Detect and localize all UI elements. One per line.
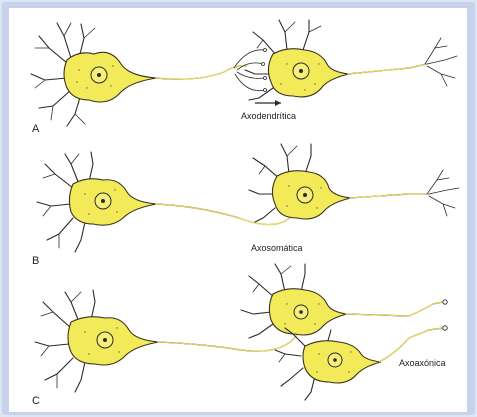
figure-canvas: A Axodendrítica	[9, 8, 467, 412]
panel-b-left-soma	[69, 179, 157, 225]
panel-c-left-soma	[68, 317, 159, 365]
panel-b-letter: B	[32, 255, 39, 267]
panel-b: B Axosomática	[32, 144, 459, 267]
panel-b-caption: Axosomática	[251, 243, 303, 253]
panel-c-caption: Axoaxónica	[399, 358, 446, 368]
synapse-diagram: A Axodendrítica	[9, 8, 467, 412]
panel-a-left-soma	[64, 52, 157, 102]
panel-a-axon-terminals	[234, 49, 267, 92]
panel-a-right-axon-terminals	[425, 38, 457, 86]
panel-b-right-axon-terminals	[427, 170, 459, 216]
panel-a-caption: Axodendrítica	[241, 111, 296, 121]
panel-c-letter: C	[32, 395, 40, 407]
panel-a: A Axodendrítica	[31, 20, 457, 135]
panel-c: C Axoaxónica	[32, 264, 447, 407]
panel-a-letter: A	[32, 123, 40, 135]
